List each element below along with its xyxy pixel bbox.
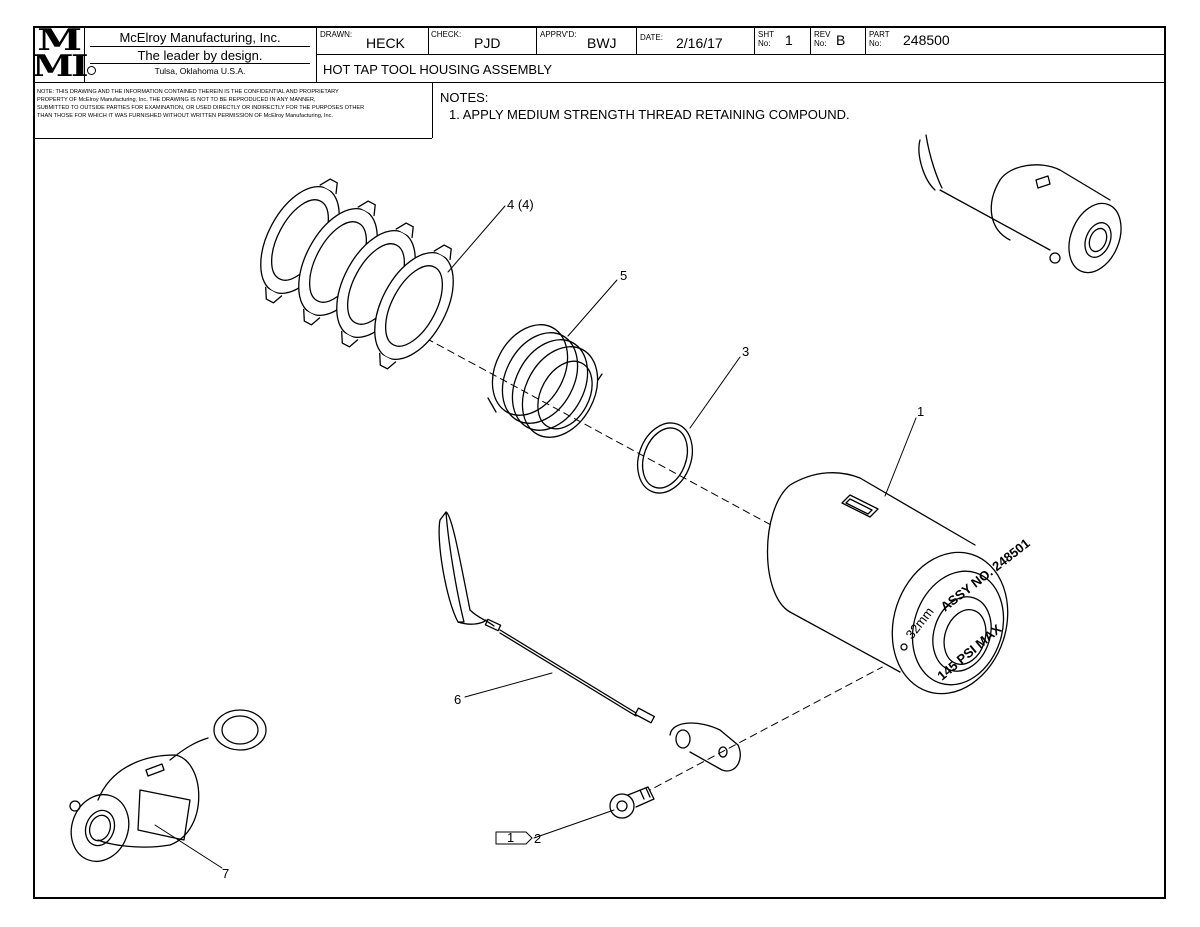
logo-bottom-text: MI [31,49,89,84]
notes-title: NOTES: [440,90,489,105]
part-5-spring [487,324,603,438]
apprvd-label: APPRV'D: [540,30,577,39]
date-value: 2/16/17 [676,35,723,51]
callout-7: 7 [222,866,229,881]
company-logo: M MI [32,26,89,82]
check-label: CHECK: [431,30,462,39]
rev-label-1: REV [814,30,831,39]
part-label-1: PART [869,30,890,39]
drawn-value: HECK [366,35,405,51]
note-flag [495,831,533,845]
part-2-screw [609,786,655,819]
leader-lines [154,205,917,869]
company-tagline: The leader by design. [137,48,263,63]
cell-divider [636,27,637,54]
part-value: 248500 [903,32,950,48]
cell-divider [810,27,811,54]
check-value: PJD [474,35,501,51]
company-underline [90,46,310,47]
notice-bottom [34,138,432,139]
confidentiality-notice: NOTE: THIS DRAWING AND THE INFORMATION C… [37,88,429,120]
sheet-value: 1 [785,32,793,48]
callout-4: 4 (4) [507,197,534,212]
part-4-washers [260,178,454,370]
part-label-2: No: [869,39,882,48]
callout-1: 1 [917,404,924,419]
date-label: DATE: [640,33,663,42]
notice-line: SUBMITTED TO OUTSIDE PARTIES FOR EXAMINA… [37,105,365,111]
drawing-frame [33,26,1166,899]
callout-2: 2 [534,831,541,846]
logo-divider [84,27,85,82]
callout-3: 3 [742,344,749,359]
callout-6: 6 [454,692,461,707]
callout-5: 5 [620,268,627,283]
apprvd-value: BWJ [587,35,617,51]
drawing-title: HOT TAP TOOL HOUSING ASSEMBLY [323,62,553,77]
part-1-housing [766,472,1009,695]
part-7-assembled-housing [69,709,267,863]
sheet-label-2: No: [758,39,771,48]
part-6-lanyard [438,511,741,772]
cell-divider [536,27,537,54]
title-row-divider [316,54,1166,55]
company-name: McElroy Manufacturing, Inc. [119,30,281,45]
cell-divider [428,27,429,54]
drawn-label: DRAWN: [320,30,353,39]
isometric-reference [918,134,1122,274]
rev-label-2: No: [814,39,827,48]
note-flag-number: 1 [507,830,514,845]
notice-line: PROPERTY OF McElroy Manufacturing, Inc. … [37,97,316,103]
notice-line: THAN THOSE FOR WHICH IT WAS FURNISHED WI… [37,113,333,119]
callout-labels: 1 2 3 4 (4) 5 6 7 1 [222,197,924,881]
registered-icon [87,66,96,75]
sheet-label-1: SHT [758,30,774,39]
notice-divider [432,82,433,138]
cell-divider [865,27,866,54]
title-block-bottom [34,82,1166,83]
note-item: 1. APPLY MEDIUM STRENGTH THREAD RETAININ… [449,107,850,122]
tagline-underline [90,63,310,64]
logo-top-text: M [37,23,82,58]
notice-line: NOTE: THIS DRAWING AND THE INFORMATION C… [37,89,339,95]
rev-value: B [836,32,846,48]
company-location: Tulsa, Oklahoma U.S.A. [154,66,246,76]
part-3-o-ring [636,422,694,494]
cell-divider [754,27,755,54]
